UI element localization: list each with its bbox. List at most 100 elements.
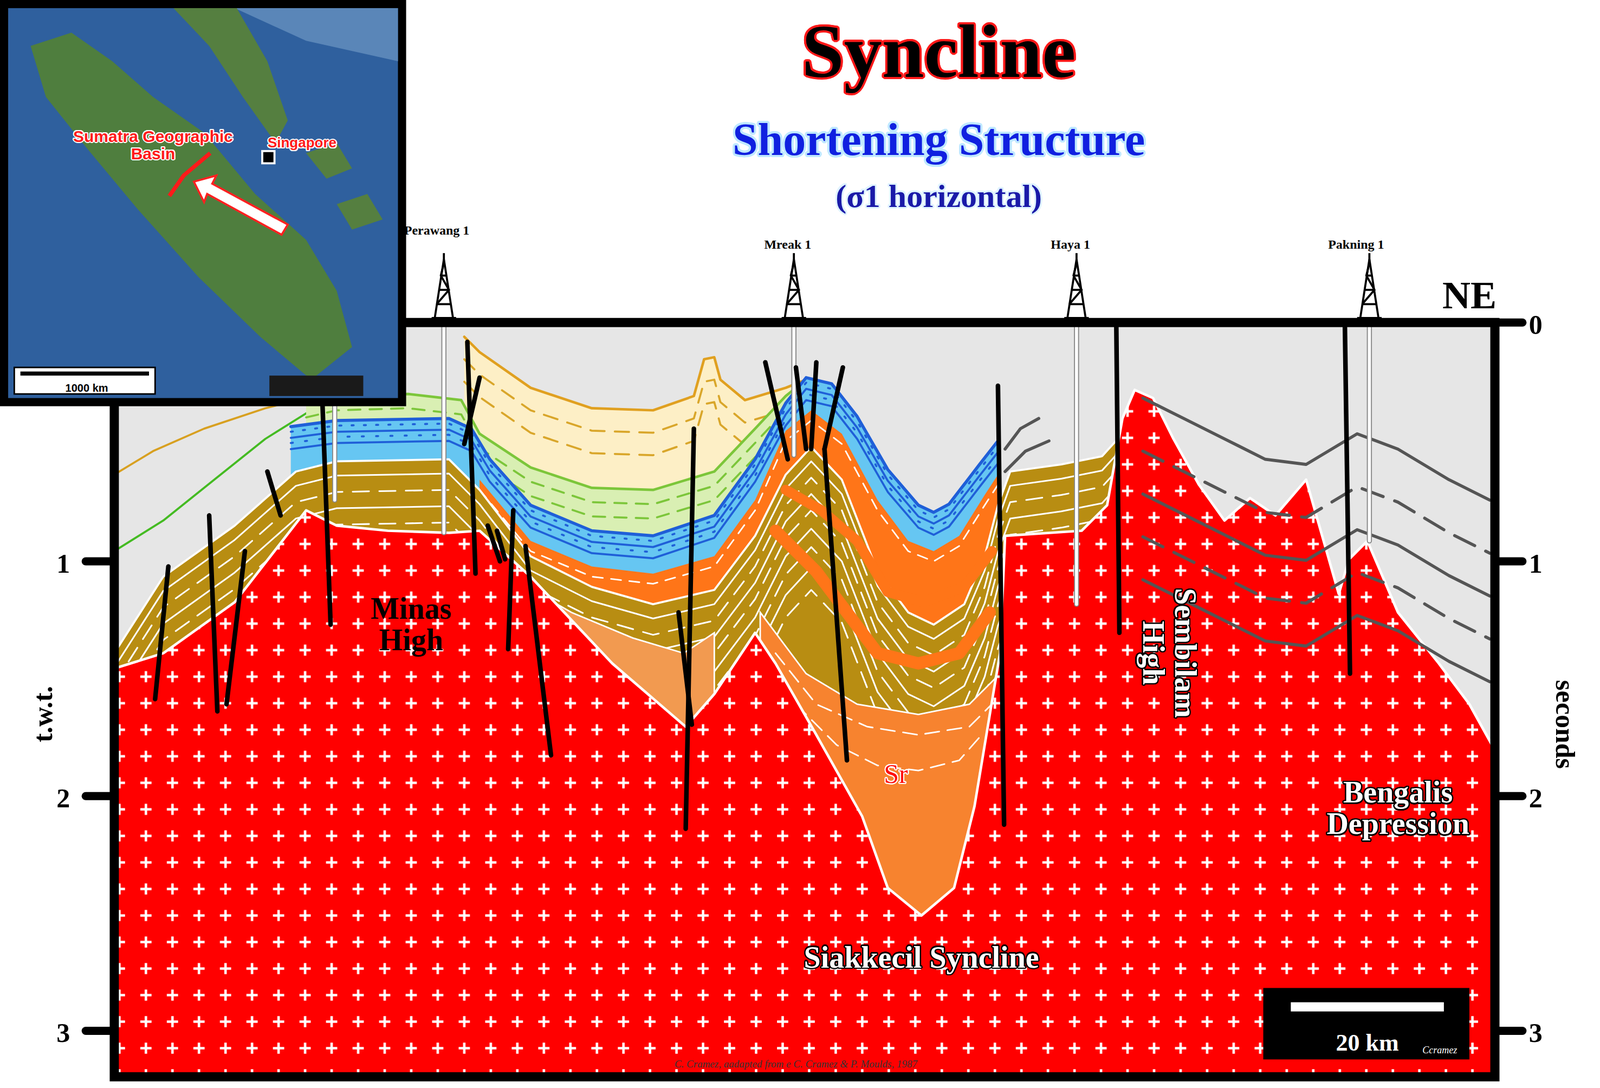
derrick-icon [431, 253, 457, 319]
fault-line [496, 530, 505, 560]
city-mark [262, 151, 275, 164]
derrick-icon [1064, 316, 1089, 321]
derrick-icon [1069, 263, 1083, 304]
derrick-icon [784, 258, 803, 319]
well-bore [792, 322, 796, 456]
scale-box [14, 367, 155, 394]
derrick-icon [786, 302, 801, 306]
fault-line [154, 566, 168, 699]
fault-line [824, 367, 844, 450]
derrick-icon [792, 253, 795, 262]
direction-arrow [193, 175, 288, 235]
axis-title: seconds [1551, 679, 1580, 769]
scale-bar [1290, 1002, 1444, 1012]
basement [114, 390, 1495, 1078]
scale-label: 20 km [1336, 1030, 1399, 1056]
fault-line [1116, 326, 1120, 633]
well-bore [1368, 322, 1372, 541]
axis-value: 3 [1529, 1018, 1543, 1048]
derrick-icon [781, 253, 807, 319]
well-name: Pakning 1 [1328, 237, 1384, 252]
well-bore [442, 322, 446, 533]
derrick-icon [1359, 258, 1379, 319]
well-name: Mreak 1 [763, 237, 812, 252]
fault-line [467, 341, 476, 574]
reflector-line [1142, 494, 1490, 597]
axis-value: 1 [1529, 548, 1543, 578]
derrick-icon [781, 316, 807, 321]
section-ground [114, 322, 1495, 1077]
derrick-icon [1075, 253, 1078, 262]
axis-tick [1494, 318, 1523, 327]
well-bore [1367, 322, 1372, 541]
derrick-icon [442, 253, 445, 262]
fault-line [508, 510, 514, 650]
orientation-label: NE [1442, 275, 1497, 317]
fault-line [678, 612, 692, 725]
fault-line [267, 471, 281, 516]
signature: Ccramez [1422, 1044, 1457, 1055]
axis-value: 2 [1529, 783, 1543, 813]
derrick-icon [1357, 253, 1382, 319]
credit-box [269, 375, 364, 397]
well-bore [1074, 322, 1079, 605]
structure-label: Minas High [348, 592, 474, 657]
axis-tick [1494, 1026, 1523, 1035]
axis-tick [1494, 792, 1523, 801]
reflector-line [1005, 418, 1039, 450]
well-bore [1073, 322, 1079, 605]
well-bore [791, 322, 796, 456]
reflector-line [1142, 451, 1490, 554]
basement-top [114, 390, 1495, 916]
derrick-icon [1362, 302, 1377, 306]
caption: C. Cramez, aadapted from e C. Cramez & P… [674, 1058, 918, 1070]
axis-tick [85, 792, 115, 801]
fault-line [525, 546, 552, 756]
reflector-line [1142, 398, 1490, 501]
axis-title: t.w.t. [28, 685, 58, 743]
axis-value: 0 [1529, 310, 1543, 340]
fault-line [765, 362, 788, 460]
well-name: Perawang 1 [404, 223, 470, 238]
fault-line [209, 515, 218, 712]
derrick-icon [1368, 253, 1371, 262]
axis-tick [85, 556, 115, 566]
inset-map [4, 4, 403, 403]
derrick-icon [1362, 263, 1375, 304]
derrick-icon [786, 263, 800, 304]
map-label: Sumatra Geographic Basin [71, 127, 235, 163]
sumatra-island [30, 32, 352, 380]
fault-line [811, 362, 816, 450]
derrick-icon [1064, 253, 1089, 319]
derrick-icon [434, 258, 453, 319]
fault-line [464, 377, 480, 444]
fault-line [685, 428, 695, 829]
fault-line [998, 385, 1004, 825]
horizon-line [464, 337, 807, 411]
subtitle: (σ1 horizontal) [835, 178, 1042, 213]
reflector-line [1005, 441, 1049, 472]
structure-label: Siakkecil Syncline [804, 941, 1040, 974]
axis-tick [1494, 556, 1523, 566]
fault-line [795, 367, 807, 450]
axis-tick [85, 1026, 115, 1035]
structure-label: Sembilam High [1137, 574, 1202, 732]
fault-line [322, 403, 331, 625]
scale-box [1263, 987, 1470, 1060]
derrick-icon [436, 302, 451, 306]
unit-label: Sr [883, 759, 908, 788]
malay-peninsula [173, 8, 288, 144]
well-bore [441, 322, 447, 533]
fault-line [226, 551, 245, 705]
well-name: Haya 1 [1050, 237, 1091, 252]
island [336, 193, 383, 230]
subtitle: Shortening Structure [732, 115, 1145, 164]
fault-line [824, 449, 847, 761]
sediment-band [785, 489, 992, 602]
map-label: Singapore [267, 135, 337, 151]
structure-label: Bengalis Depression [1308, 776, 1488, 841]
section-frame [114, 322, 1495, 1077]
scale-bar [20, 371, 150, 377]
axis-value: 3 [56, 1018, 70, 1048]
horizon-line [464, 359, 807, 433]
